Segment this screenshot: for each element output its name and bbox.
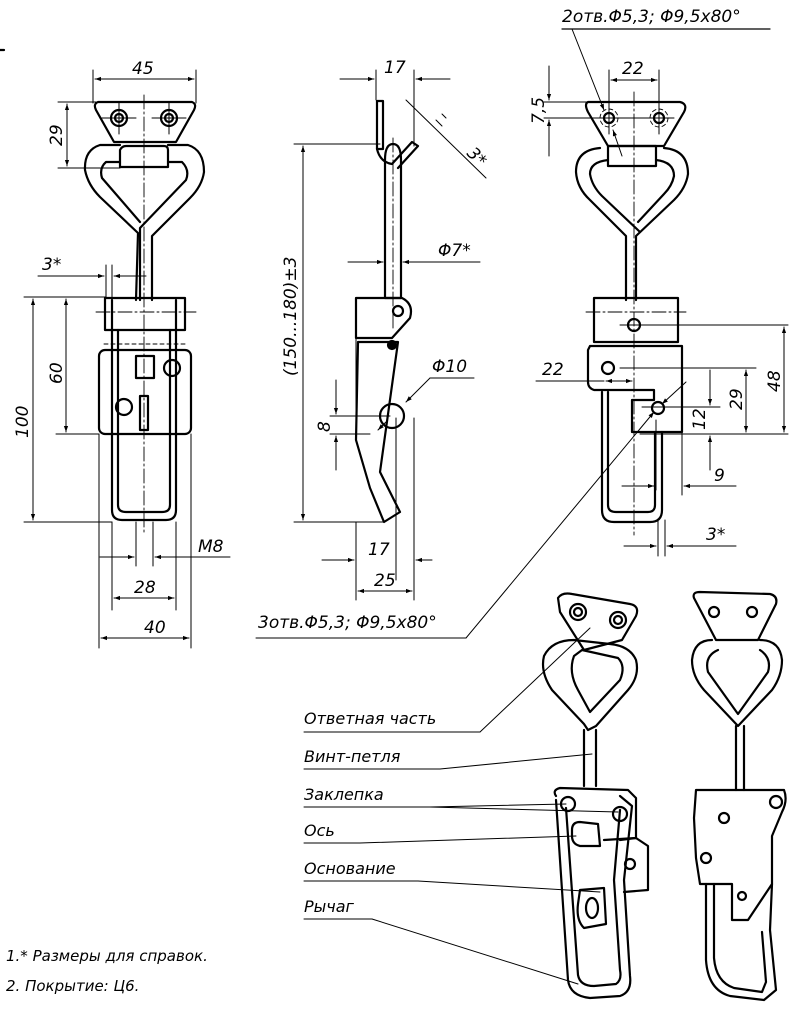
dim-60: 60	[47, 362, 67, 384]
side-view	[354, 99, 420, 524]
front-base	[97, 348, 193, 436]
rear-dim-48: 48	[765, 370, 785, 392]
dim-100: 100	[13, 406, 33, 438]
side-hinge	[354, 296, 413, 340]
side-dim-3-star: 3*	[462, 143, 490, 171]
keeper-plate	[93, 100, 197, 144]
rear-dim-3-star: 3*	[706, 525, 725, 545]
front-hinge-block	[103, 296, 187, 332]
side-dim-rod-dia: Φ7*	[438, 241, 471, 261]
part-labels: Ответная часть Винт-петля Заклепка Ось О…	[303, 627, 619, 985]
label-os: Ось	[304, 821, 335, 840]
rear-dim-22-top: 22	[622, 59, 644, 79]
callout-bottom: 3отв.Φ5,3; Φ9,5x80°	[258, 613, 437, 633]
side-dim-length: (150...180)±3	[281, 257, 301, 376]
note-1: 1.* Размеры для справок.	[6, 947, 208, 965]
rear-dimensions: 2отв.Φ5,3; Φ9,5x80° 22 7,5 22 48 29 12 9	[255, 7, 789, 639]
callout-top: 2отв.Φ5,3; Φ9,5x80°	[562, 7, 741, 27]
front-lever	[110, 298, 178, 522]
wire-loop-outer-left	[83, 143, 140, 302]
isometric-view-rear	[690, 590, 787, 1002]
rear-dim-22: 22	[542, 360, 564, 380]
side-dim-hole-dia: Φ10	[432, 357, 467, 377]
dim-40: 40	[144, 618, 166, 638]
rear-base	[586, 344, 684, 434]
side-lever	[354, 340, 402, 524]
side-dim-17-top: 17	[384, 58, 406, 78]
front-dimensions: 45 29 3* 60 100 M8 28 40	[13, 59, 231, 649]
label-zaklepka: Заклепка	[304, 785, 384, 804]
wire-loop-outer-right	[150, 143, 206, 302]
dim-29: 29	[47, 124, 67, 146]
side-hole	[378, 402, 406, 430]
front-view	[83, 94, 206, 536]
side-dim-17-bottom: 17	[368, 540, 390, 560]
dim-28: 28	[134, 578, 156, 598]
isometric-view-front	[541, 592, 650, 1000]
rear-view	[574, 91, 690, 536]
label-vint-petlya: Винт-петля	[304, 747, 401, 766]
notes: 1.* Размеры для справок. 2. Покрытие: Ц6…	[6, 947, 208, 995]
label-otvetnaya-chast: Ответная часть	[304, 709, 436, 728]
label-rychag: Рычаг	[304, 897, 355, 916]
side-dim-8: 8	[315, 421, 335, 432]
side-dim-25: 25	[374, 571, 396, 591]
rear-dim-29: 29	[727, 388, 747, 410]
note-2: 2. Покрытие: Ц6.	[6, 977, 139, 995]
rear-dim-7-5: 7,5	[529, 97, 549, 124]
rear-dim-12: 12	[690, 408, 710, 430]
rear-keeper-plate	[584, 100, 687, 148]
side-dimensions: 17 3* Φ7* (150...180)±3 Φ10 8 17 25	[281, 58, 490, 601]
rear-dim-9: 9	[714, 466, 725, 486]
dim-m8: M8	[198, 537, 224, 557]
label-osnovanie: Основание	[304, 859, 396, 878]
dim-3-star: 3*	[42, 255, 61, 275]
side-rod	[383, 142, 403, 300]
rear-hinge-block	[592, 296, 680, 344]
dim-45: 45	[132, 59, 154, 79]
